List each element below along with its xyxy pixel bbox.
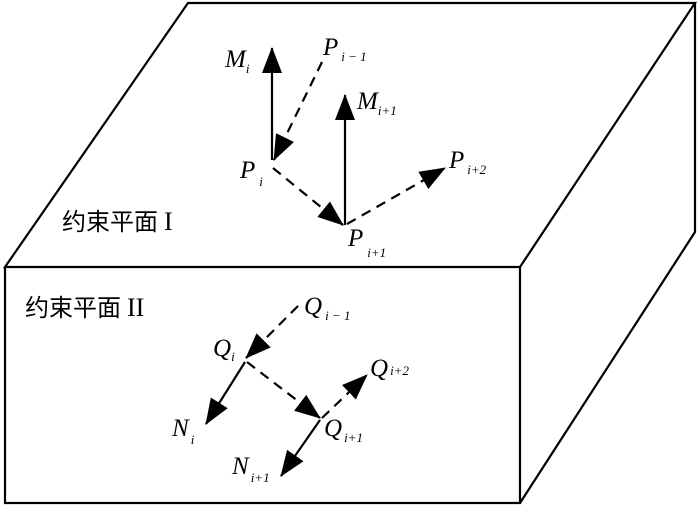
label-M-i: Mi bbox=[224, 46, 250, 76]
vector-N-i bbox=[205, 361, 246, 425]
path-P-i-to-P-ip1 bbox=[272, 167, 344, 226]
plane-2-outline bbox=[3, 267, 522, 505]
label-Q-i: Qi bbox=[213, 335, 235, 364]
path-Q-ip1-to-Q-ip2 bbox=[321, 374, 368, 419]
side-edge bbox=[519, 3, 697, 504]
vector-N-ip1 bbox=[280, 419, 321, 477]
label-P-ip1: Pi+1 bbox=[347, 225, 386, 260]
path-Q-im1-to-Q-i bbox=[245, 305, 299, 359]
path-Q-i-to-Q-ip1 bbox=[246, 361, 321, 419]
label-M-ip1: Mi+1 bbox=[356, 88, 397, 118]
path-P-ip1-to-P-ip2 bbox=[346, 167, 446, 225]
path-P-im1-to-P-i bbox=[273, 61, 323, 161]
